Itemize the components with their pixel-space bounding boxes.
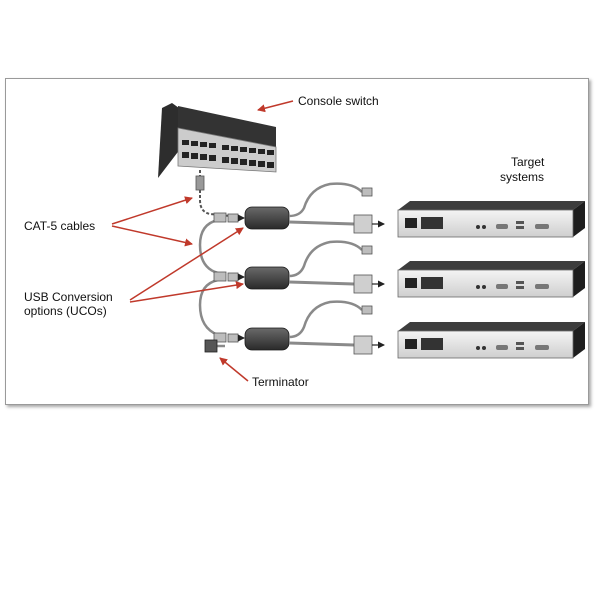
label-target-line2: systems	[500, 170, 545, 184]
label-console-switch: Console switch	[298, 94, 379, 108]
console-switch	[158, 103, 277, 178]
cat5-cable-switch	[195, 170, 231, 217]
label-uco-line1: USB Conversion	[24, 290, 113, 304]
label-uco-line2: options (UCOs)	[24, 304, 107, 318]
arrow-terminator	[219, 357, 249, 382]
arrow-uco-2	[129, 281, 244, 303]
target-server-3	[397, 322, 585, 359]
label-terminator: Terminator	[252, 375, 309, 389]
label-target-line1: Target	[511, 155, 545, 169]
uco-row-1	[213, 182, 385, 234]
arrow-uco-1	[129, 227, 244, 301]
annotation-arrows	[111, 100, 294, 382]
arrow-console-switch	[257, 100, 294, 113]
target-server-2	[397, 261, 585, 298]
label-cat5-cables: CAT-5 cables	[24, 219, 96, 233]
arrow-cat5-lower	[111, 225, 193, 247]
daisy-chain-cables	[198, 218, 219, 337]
target-server-1	[397, 201, 585, 238]
uco-row-2	[213, 240, 385, 294]
terminator	[204, 339, 225, 353]
uco-row-3	[213, 300, 385, 355]
arrow-cat5-upper	[111, 196, 193, 225]
